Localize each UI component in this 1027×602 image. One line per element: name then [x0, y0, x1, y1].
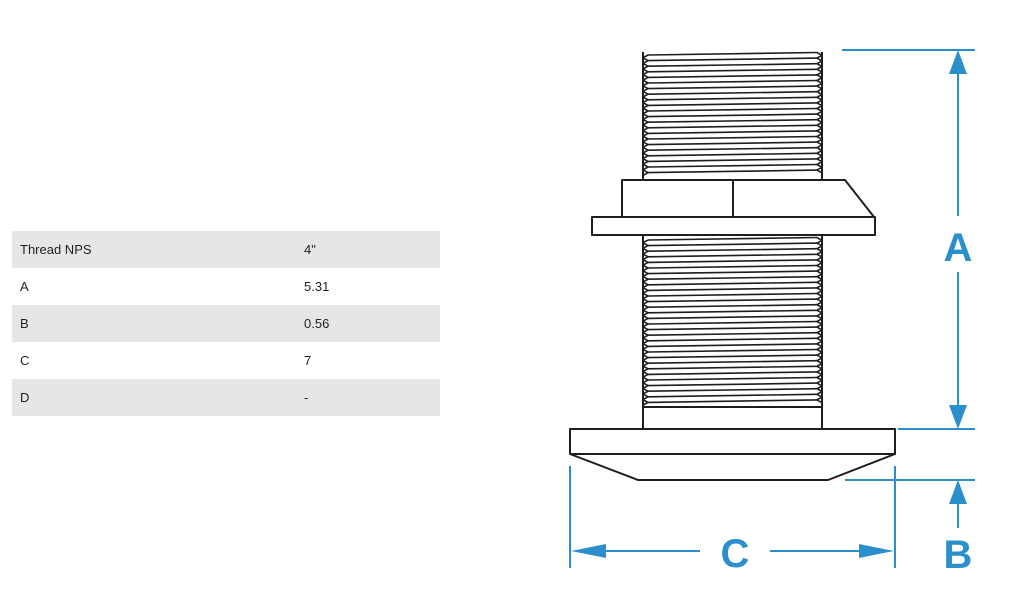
lower-thread-line — [647, 343, 818, 348]
table-row: D - — [12, 379, 440, 416]
lower-thread-line — [647, 399, 818, 404]
upper-thread-line — [647, 68, 818, 73]
lower-thread-line — [647, 247, 818, 252]
upper-thread-line — [647, 141, 818, 146]
upper-thread-line — [647, 102, 818, 107]
flange-taper — [569, 453, 896, 481]
lower-thread-line — [647, 320, 818, 325]
upper-thread-line — [647, 130, 818, 135]
fitting-outline — [569, 51, 896, 481]
lower-thread — [642, 236, 823, 406]
lower-thread-line — [647, 326, 818, 331]
upper-thread — [642, 51, 823, 177]
dimension-label-a: A — [944, 226, 973, 270]
row-label: A — [20, 279, 29, 294]
dimension-label-c: C — [721, 532, 750, 576]
upper-thread-line — [647, 51, 818, 56]
lower-thread-line — [647, 365, 818, 370]
arrow-c-right — [859, 544, 894, 558]
upper-thread-line — [647, 152, 818, 157]
arrow-c-left — [571, 544, 606, 558]
table-row: B 0.56 — [12, 305, 440, 342]
lower-thread-line — [647, 393, 818, 398]
lower-thread-line — [647, 303, 818, 308]
lower-thread-line — [647, 382, 818, 387]
lower-thread-line — [647, 337, 818, 342]
flange-plate — [569, 428, 896, 455]
table-row: Thread NPS 4" — [12, 231, 440, 268]
row-value: 4" — [304, 231, 440, 268]
row-label: Thread NPS — [12, 231, 304, 268]
upper-thread-line — [647, 90, 818, 95]
lower-thread-line — [647, 292, 818, 297]
washer — [591, 216, 876, 236]
arrow-b-top — [949, 480, 967, 504]
arrow-a-bottom — [949, 405, 967, 429]
upper-thread-line — [647, 79, 818, 84]
upper-thread-line — [647, 96, 818, 101]
table-row: C 7 — [12, 342, 440, 379]
shank — [642, 406, 823, 430]
lower-thread-line — [647, 359, 818, 364]
upper-thread-line — [647, 163, 818, 168]
arrow-a-top — [949, 50, 967, 74]
table-row: A 5.31 — [12, 268, 440, 305]
lower-thread-line — [647, 331, 818, 336]
upper-thread-line — [647, 124, 818, 129]
lower-thread-line — [647, 281, 818, 286]
lower-thread-line — [647, 264, 818, 269]
upper-thread-line — [647, 118, 818, 123]
upper-thread-line — [647, 146, 818, 151]
lower-thread-line — [647, 253, 818, 258]
lower-thread-line — [647, 371, 818, 376]
lower-thread-line — [647, 259, 818, 264]
dimension-label-b: B — [944, 533, 973, 577]
hex-nut — [621, 179, 875, 218]
upper-thread-line — [647, 135, 818, 140]
row-label: C — [20, 353, 30, 368]
lower-thread-line — [647, 387, 818, 392]
upper-thread-line — [647, 113, 818, 118]
lower-thread-line — [647, 315, 818, 320]
row-value: 7 — [304, 353, 312, 368]
lower-thread-line — [647, 275, 818, 280]
lower-thread-line — [647, 242, 818, 247]
upper-thread-line — [647, 158, 818, 163]
dimension-lines: A B C — [569, 49, 975, 577]
upper-thread-line — [647, 107, 818, 112]
row-label: D — [12, 379, 304, 416]
lower-thread-line — [647, 309, 818, 314]
upper-thread-line — [647, 74, 818, 79]
upper-thread-line — [647, 62, 818, 67]
lower-thread-line — [647, 348, 818, 353]
lower-thread-line — [647, 236, 818, 241]
upper-thread-line — [647, 57, 818, 62]
row-value: - — [304, 379, 440, 416]
row-value: 5.31 — [304, 279, 330, 294]
lower-thread-line — [647, 287, 818, 292]
row-label: B — [12, 305, 304, 342]
row-value: 0.56 — [304, 305, 440, 342]
lower-thread-line — [647, 298, 818, 303]
upper-thread-line — [647, 169, 818, 174]
spec-table: Thread NPS 4" A 5.31 B 0.56 C 7 D - — [12, 231, 440, 416]
lower-thread-line — [647, 354, 818, 359]
lower-thread-line — [647, 376, 818, 381]
lower-thread-line — [647, 270, 818, 275]
upper-thread-line — [647, 85, 818, 90]
